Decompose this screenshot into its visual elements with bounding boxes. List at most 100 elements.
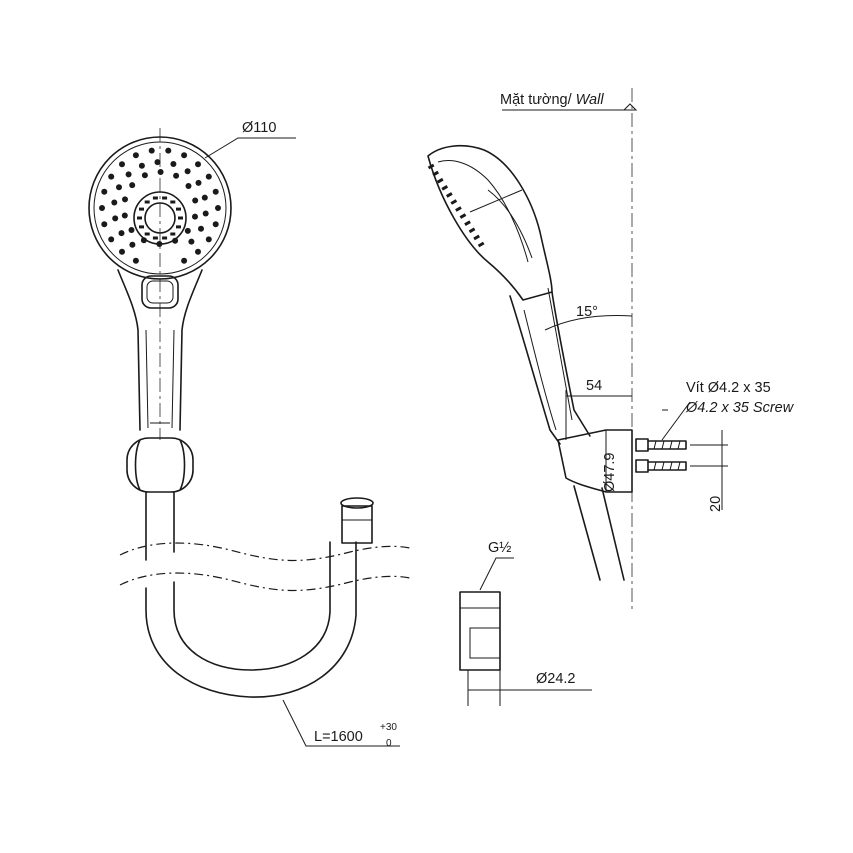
- nozzle-dot: [132, 257, 139, 264]
- screw-spacing-label: 20: [708, 496, 724, 512]
- ring-nozzle: [144, 232, 150, 236]
- hose-side: [573, 485, 625, 581]
- nozzle-dot: [184, 168, 191, 175]
- nozzle-dot: [195, 161, 201, 168]
- wall-label-vi: Mặt tường/: [500, 92, 573, 108]
- nozzle-dot: [205, 173, 212, 180]
- ring-nozzle: [170, 200, 176, 204]
- side-nozzle: [477, 241, 485, 248]
- side-nozzle: [441, 185, 449, 191]
- nozzle-dot: [108, 236, 115, 243]
- nozzle-dot: [116, 184, 122, 191]
- connector-diameter-label: Ø24.2: [536, 671, 576, 687]
- break-line-bottom: [119, 572, 411, 592]
- nozzle-dot: [212, 188, 219, 195]
- spray-nozzles: [99, 147, 221, 264]
- nozzle-dot: [181, 152, 188, 159]
- centre-ring-outer: [133, 191, 187, 245]
- screw-head-bottom: [635, 459, 649, 473]
- nozzle-dot: [121, 212, 128, 219]
- front-view: Ø110 L=1600 +30 0: [88, 120, 411, 749]
- nozzle-dot: [154, 159, 161, 166]
- nozzle-dot: [132, 152, 139, 159]
- offset-label: 54: [586, 378, 602, 394]
- shower-head-side: [427, 144, 553, 301]
- side-nozzle: [473, 234, 480, 241]
- thread-label: G½: [488, 540, 511, 556]
- screw-head-top: [635, 438, 649, 452]
- head-inner-rim: [93, 141, 227, 275]
- wall-screws: [635, 438, 687, 473]
- handle-outline: [117, 269, 203, 431]
- handle-side-edge: [523, 309, 557, 431]
- spray-mode-button: [141, 275, 179, 309]
- shower-head-front: [88, 136, 232, 309]
- nozzle-dot: [165, 147, 172, 154]
- head-face-edge: [437, 160, 529, 263]
- connector-view: Ø24.2 G½: [459, 540, 592, 706]
- nozzle-dot: [125, 171, 132, 178]
- centre-ring-nozzles: [137, 196, 183, 240]
- hose-tolerance-minus: 0: [386, 738, 392, 749]
- centre-ring-inner: [144, 202, 176, 234]
- head-outer-rim: [88, 136, 232, 280]
- ring-nozzle: [162, 236, 168, 240]
- nozzle-dot: [129, 182, 136, 189]
- side-nozzle: [455, 206, 462, 212]
- nozzle-dot: [184, 227, 191, 234]
- screw-label-vi: Vít Ø4.2 x 35: [686, 380, 771, 396]
- side-nozzle: [427, 163, 435, 170]
- holder-side-curves: [134, 439, 186, 491]
- screw-label-en: Ø4.2 x 35 Screw: [685, 400, 795, 416]
- nozzle-dot: [122, 196, 128, 203]
- handle-centre-line: [547, 287, 573, 421]
- ring-nozzle: [162, 196, 168, 200]
- hose-end-nut-top: [340, 497, 374, 509]
- nozzle-dot: [181, 257, 188, 264]
- holder-diameter-label: Ø47.9: [602, 453, 618, 493]
- ring-nozzle: [152, 196, 158, 200]
- screw-leader: [661, 401, 691, 441]
- nozzle-dot: [185, 183, 192, 189]
- nozzle-dot: [119, 161, 125, 168]
- screw-shaft-bottom: [647, 461, 687, 471]
- nozzle-dot: [111, 199, 118, 206]
- ring-nozzle: [170, 232, 176, 236]
- nozzle-dot: [172, 237, 179, 244]
- angle-label: 15°: [576, 304, 598, 320]
- screw-thread-top: [653, 440, 681, 450]
- wall-arrow: [622, 103, 638, 111]
- ring-nozzle: [139, 225, 144, 229]
- nozzle-dot: [128, 227, 135, 233]
- nozzle-dot: [192, 197, 199, 204]
- wall-label-en: Wall: [576, 92, 605, 108]
- side-view: Mặt tường/Wall 15° 54 Ø47.9: [427, 88, 795, 612]
- hose-length-label: L=1600: [314, 729, 363, 745]
- nozzle-dot: [101, 221, 108, 228]
- ring-nozzle: [139, 207, 144, 211]
- hose-tolerance-plus: +30: [380, 722, 397, 733]
- nozzle-dot: [99, 205, 105, 211]
- break-line-top: [119, 542, 411, 562]
- head-axis-line: [469, 189, 523, 213]
- nozzle-dot: [170, 161, 177, 167]
- angle-arc: [544, 315, 633, 331]
- ring-nozzle: [144, 200, 150, 204]
- ring-nozzle: [137, 216, 142, 220]
- screw-shaft-top: [647, 440, 687, 450]
- connector-inner: [469, 627, 501, 659]
- nozzle-dot: [205, 236, 212, 243]
- side-nozzle: [436, 177, 444, 184]
- nozzle-dot: [148, 147, 155, 154]
- ring-nozzle: [176, 207, 181, 211]
- side-nozzle: [468, 227, 476, 234]
- nozzle-dot: [201, 194, 208, 201]
- nozzle-dot: [112, 215, 119, 222]
- nozzle-dot: [119, 248, 125, 255]
- wall-holder-side: [557, 429, 633, 493]
- spray-mode-button-inner: [146, 280, 174, 304]
- handle-inner-edge: [145, 329, 175, 429]
- nozzle-dot: [129, 241, 136, 248]
- hose-end-nut: [341, 505, 373, 544]
